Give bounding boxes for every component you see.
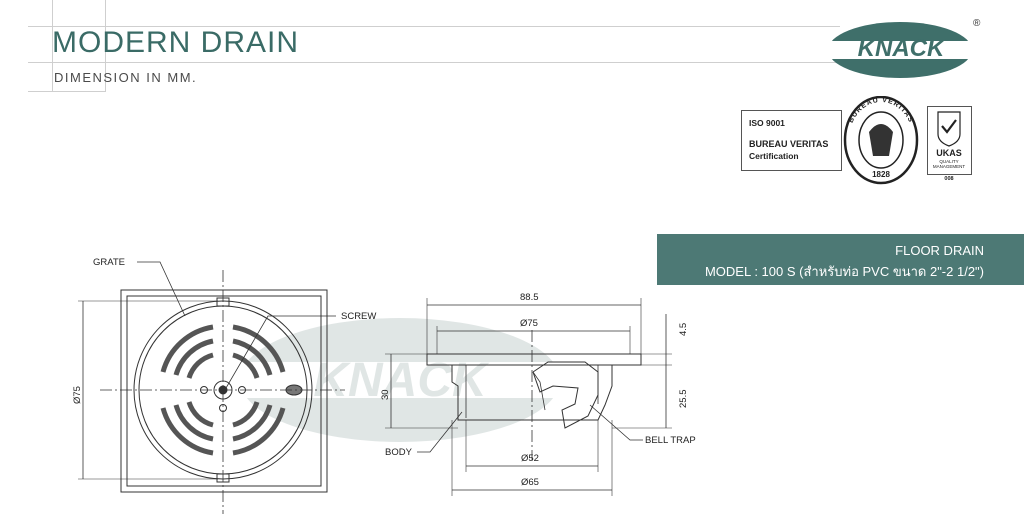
cert-line1: ISO 9001: [749, 118, 785, 128]
dim-75-plan-value: Ø75: [72, 386, 83, 404]
header-rule-left: [52, 0, 53, 92]
logo-text: KNACK: [858, 35, 946, 62]
header-rule-box: [28, 91, 106, 92]
header-rule-top: [28, 26, 840, 27]
grate-slots-middle: [173, 338, 273, 442]
dim-52-value: Ø52: [521, 453, 539, 464]
bell-trap-inner: [532, 371, 546, 411]
bv-seal-year: 1828: [872, 170, 890, 179]
logo-band: [828, 41, 978, 59]
dim-30-value: 30: [380, 389, 391, 400]
watermark-ellipse: [240, 318, 560, 442]
bv-seal-inner: [858, 111, 904, 169]
plan-inner-square: [126, 295, 322, 487]
product-model: MODEL : 100 S (สำหรับท่อ PVC ขนาด 2"-2 1…: [704, 264, 984, 279]
cert-box: [741, 110, 842, 171]
page-title: MODERN DRAIN: [52, 26, 300, 59]
cert-line3: Certification: [749, 151, 799, 161]
section-view: [385, 298, 672, 496]
ukas-sub2: MANAGEMENT: [933, 164, 966, 169]
watermark-text: KNACK: [313, 354, 490, 407]
product-name: FLOOR DRAIN: [895, 243, 984, 258]
ukas-code: 008: [944, 176, 953, 182]
dim-65-value: Ø65: [521, 477, 539, 488]
product-banner: FLOOR DRAIN MODEL : 100 S (สำหรับท่อ PVC…: [657, 234, 1024, 285]
section-body: [451, 365, 613, 421]
grate-slots-inner: [186, 352, 260, 428]
grate-leader: [137, 261, 186, 317]
ukas-sub1: QUALITY: [939, 159, 958, 164]
body-label: BODY: [385, 447, 413, 458]
header-rule-bottom: [28, 62, 840, 63]
ukas-box: [927, 106, 972, 175]
dim-75-section-value: Ø75: [520, 318, 538, 329]
page-subtitle: DIMENSION IN MM.: [54, 70, 198, 85]
dim-885-value: 88.5: [520, 292, 539, 303]
body-leader: [417, 411, 463, 453]
ukas-text: UKAS: [936, 148, 962, 158]
bv-seal-figure: [869, 124, 893, 156]
bell-trap-label: BELL TRAP: [645, 435, 696, 446]
dim-255-value: 25.5: [678, 390, 689, 409]
bell-trap: [532, 361, 599, 429]
screw-leader: [225, 315, 336, 389]
plan-outer-square: [120, 289, 328, 493]
plan-view: [78, 261, 345, 514]
dim-45-value: 4.5: [678, 323, 689, 336]
registered-mark: ®: [973, 18, 981, 29]
ukas-shield-icon: [937, 111, 961, 147]
grate-label: GRATE: [93, 257, 125, 268]
section-top-flange: [426, 353, 642, 366]
header-rule-right: [105, 0, 106, 92]
technical-drawing: KNACK GRATE SCREW Ø75: [72, 257, 696, 514]
grate-slots-outer: [160, 324, 286, 456]
cert-line2: BUREAU VERITAS: [749, 139, 828, 149]
certification-badge: ISO 9001 BUREAU VERITAS Certification BU…: [741, 96, 972, 185]
ukas-check-icon: [941, 119, 957, 134]
knack-watermark: KNACK: [230, 318, 570, 442]
bell-trap-leader: [589, 404, 643, 441]
screw-label: SCREW: [341, 311, 376, 322]
knack-logo: KNACK ®: [828, 18, 981, 78]
